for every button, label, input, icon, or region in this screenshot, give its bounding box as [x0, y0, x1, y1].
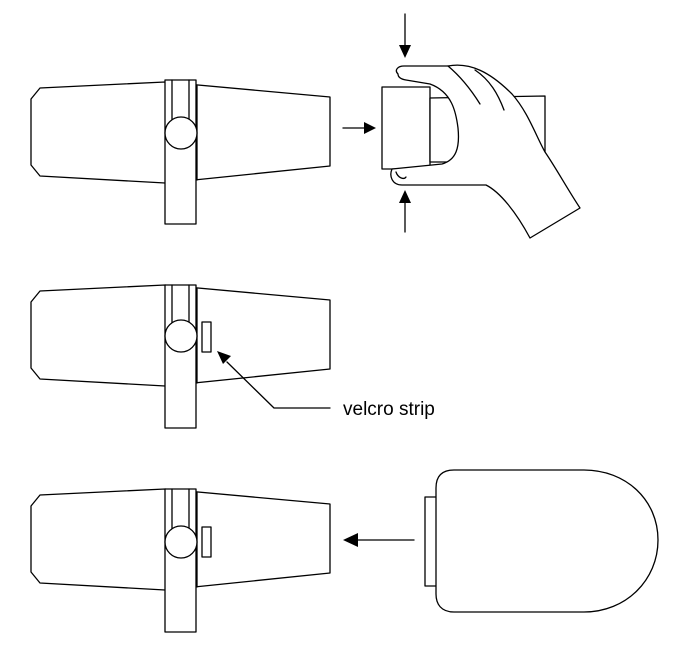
cap-body: [435, 469, 659, 613]
step-2-device: [30, 284, 331, 429]
mouthpiece-clip: [164, 79, 197, 225]
clip-groove: [171, 79, 190, 125]
cap-flange: [424, 496, 438, 587]
clip-groove: [171, 284, 190, 327]
velcro-strip: [201, 321, 212, 353]
step-1-cap-held: [381, 64, 581, 239]
cap-in-hand: [381, 86, 431, 170]
clip-knob: [164, 525, 198, 559]
squeeze-arrow-top: [399, 13, 411, 58]
push-arrow-right: [342, 122, 376, 134]
step-3-cap: [424, 469, 659, 613]
mouthpiece-clip: [164, 284, 197, 429]
velcro-strip: [201, 526, 212, 558]
step-1-device: [30, 79, 331, 225]
clip-knob: [164, 319, 198, 353]
hand-outline: [390, 64, 581, 239]
velcro-strip-label: velcro strip: [343, 399, 435, 420]
clip-knob: [164, 116, 198, 150]
finger-crease-1: [447, 65, 481, 105]
velcro-strip-leader: [217, 351, 331, 409]
mouthpiece-clip: [164, 488, 197, 633]
squeeze-arrow-bottom: [399, 190, 411, 233]
attach-arrow-left: [343, 533, 415, 547]
clip-groove: [171, 488, 190, 531]
finger-crease-2: [474, 69, 505, 111]
step-3-device: [30, 488, 331, 633]
thumb-tip: [395, 171, 407, 179]
